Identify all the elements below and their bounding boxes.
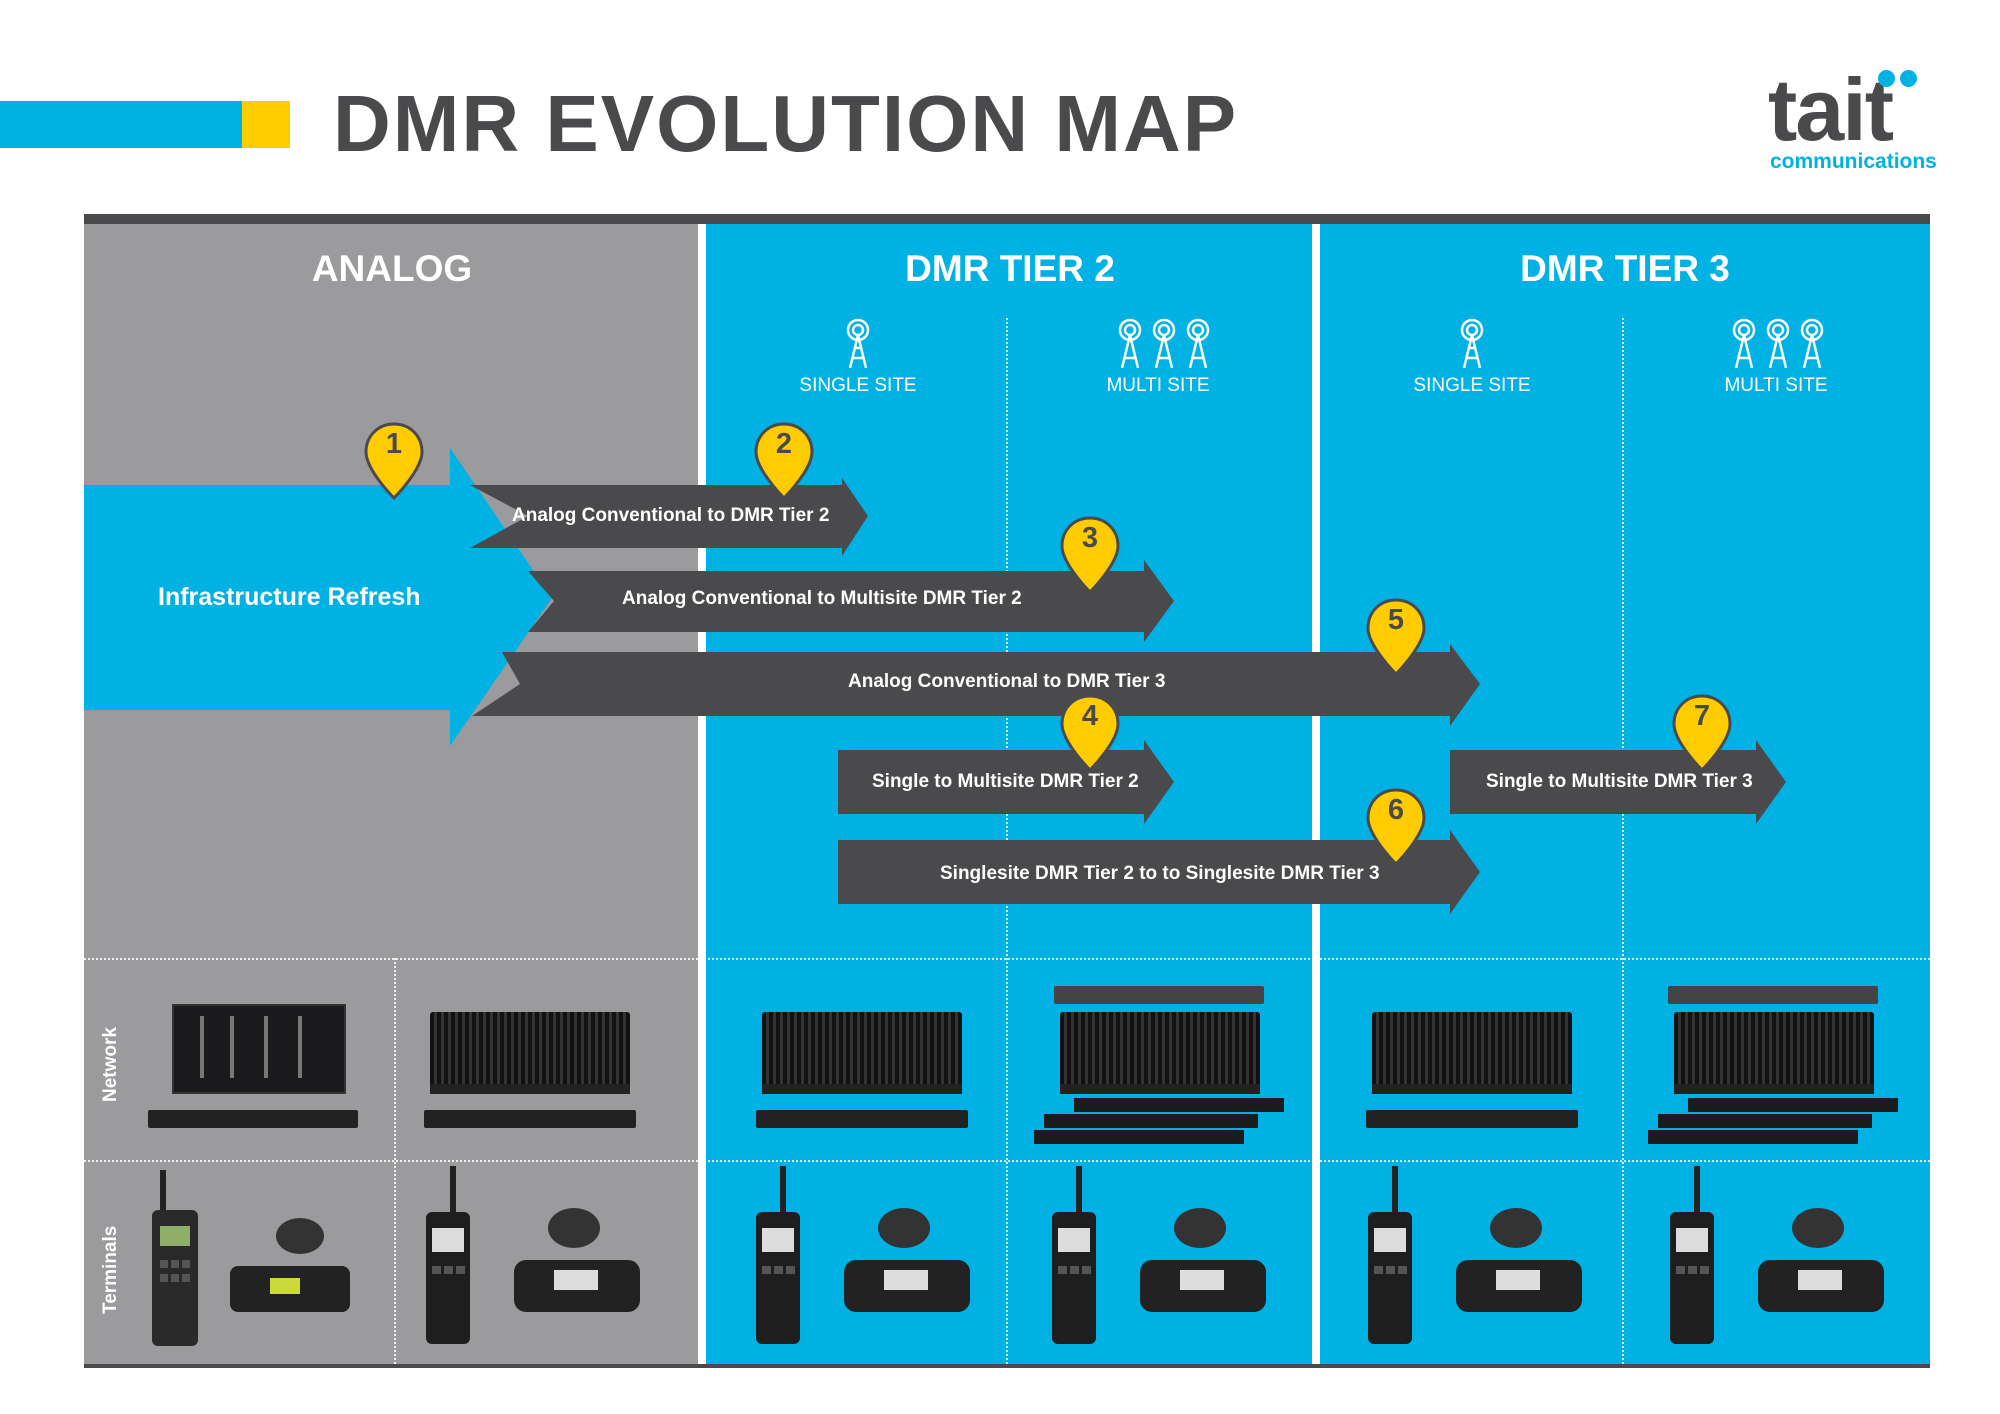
map-pin-icon: 6 bbox=[1366, 788, 1426, 866]
tower-icon bbox=[1732, 318, 1824, 369]
repeater-base bbox=[1674, 1084, 1874, 1094]
migration-number-1: 1 bbox=[385, 428, 403, 460]
migration-label-3: Analog Conventional to Multisite DMR Tie… bbox=[622, 588, 1022, 609]
repeater-base bbox=[1372, 1084, 1572, 1094]
repeater-icon bbox=[1060, 1012, 1260, 1086]
row-divider bbox=[84, 958, 1930, 960]
analog-panel bbox=[84, 224, 698, 1364]
server-icon bbox=[1074, 1098, 1284, 1112]
server-icon bbox=[1034, 1130, 1244, 1144]
repeater-base bbox=[762, 1084, 962, 1094]
terminal-group-t2-multi bbox=[1050, 1166, 1270, 1350]
server-icon bbox=[1688, 1098, 1898, 1112]
migration-label-2: Analog Conventional to DMR Tier 2 bbox=[512, 505, 830, 526]
map-pin-icon: 2 bbox=[754, 422, 814, 500]
row-label-network: Network bbox=[100, 1027, 121, 1102]
row-divider bbox=[84, 1160, 1930, 1162]
map-pin-icon: 1 bbox=[364, 422, 424, 500]
terminal-group-t3-multi bbox=[1668, 1166, 1888, 1350]
repeater-base bbox=[1060, 1084, 1260, 1094]
migration-arrow-2 bbox=[470, 478, 868, 556]
server-icon bbox=[1366, 1110, 1578, 1128]
repeater-icon bbox=[762, 1012, 962, 1086]
column-title-dmr-tier2: DMR TIER 2 bbox=[905, 248, 1115, 289]
server-icon bbox=[1658, 1114, 1872, 1128]
page-title: DMR EVOLUTION MAP bbox=[333, 79, 1239, 168]
site-label-t3-multi: MULTI SITE bbox=[1724, 375, 1828, 396]
server-icon bbox=[1054, 986, 1264, 1004]
server-icon bbox=[424, 1110, 636, 1128]
migration-arrow-3 bbox=[528, 560, 1174, 642]
migration-label-5: Analog Conventional to DMR Tier 3 bbox=[848, 671, 1166, 692]
portable-radio-icon bbox=[1368, 1166, 1582, 1344]
site-label-t3-single: SINGLE SITE bbox=[1413, 375, 1531, 396]
migration-label-4: Single to Multisite DMR Tier 2 bbox=[872, 771, 1139, 792]
migration-number-4: 4 bbox=[1081, 700, 1099, 732]
map-pin-icon: 4 bbox=[1060, 694, 1120, 772]
analog-rack-icon bbox=[172, 1004, 346, 1094]
frame-top-bar bbox=[84, 214, 1930, 224]
server-icon bbox=[756, 1110, 968, 1128]
tower-icon bbox=[846, 318, 870, 369]
tower-icon bbox=[1118, 318, 1210, 369]
repeater-base bbox=[430, 1084, 630, 1094]
infrastructure-refresh-arrow bbox=[84, 448, 552, 746]
terminal-group-t2-single bbox=[754, 1166, 974, 1350]
server-icon bbox=[148, 1110, 358, 1128]
tower-icon bbox=[1460, 318, 1484, 369]
column-title-analog: ANALOG bbox=[311, 248, 473, 289]
repeater-icon bbox=[1372, 1012, 1572, 1086]
infrastructure-refresh-label: Infrastructure Refresh bbox=[158, 583, 421, 611]
column-divider bbox=[1622, 318, 1624, 1364]
logo-dot-icon bbox=[1900, 70, 1917, 87]
terminal-group-t3-single bbox=[1366, 1166, 1586, 1350]
row-label-terminals: Terminals bbox=[100, 1225, 121, 1314]
portable-radio-icon bbox=[1670, 1166, 1884, 1344]
portable-radio-icon bbox=[426, 1166, 640, 1344]
migration-number-5: 5 bbox=[1387, 604, 1405, 636]
migration-label-6: Singlesite DMR Tier 2 to to Singlesite D… bbox=[940, 863, 1380, 884]
header-stripe-yellow bbox=[242, 101, 290, 148]
repeater-icon bbox=[1674, 1012, 1874, 1086]
logo-wordmark: tait bbox=[1768, 60, 1894, 159]
logo-dot-icon bbox=[1878, 70, 1895, 87]
server-icon bbox=[1044, 1114, 1258, 1128]
map-pin-icon: 5 bbox=[1366, 598, 1426, 676]
migration-number-3: 3 bbox=[1081, 522, 1099, 554]
map-pin-icon: 7 bbox=[1672, 694, 1732, 772]
migration-number-2: 2 bbox=[775, 428, 793, 460]
site-label-t2-multi: MULTI SITE bbox=[1106, 375, 1210, 396]
map-pin-icon: 3 bbox=[1060, 516, 1120, 594]
portable-radio-icon bbox=[1052, 1166, 1266, 1344]
header-stripe-blue bbox=[0, 101, 242, 148]
terminal-group-analog-1 bbox=[150, 1170, 360, 1350]
server-icon bbox=[1668, 986, 1878, 1004]
migration-arrow-6 bbox=[838, 830, 1480, 914]
site-label-t2-single: SINGLE SITE bbox=[799, 375, 917, 396]
migration-arrow-5 bbox=[472, 644, 1480, 726]
portable-radio-icon bbox=[756, 1166, 970, 1344]
logo-tagline: communications bbox=[1770, 150, 1937, 173]
server-icon bbox=[1648, 1130, 1858, 1144]
migration-number-7: 7 bbox=[1693, 700, 1711, 732]
frame-bottom-bar bbox=[84, 1364, 1930, 1368]
migration-number-6: 6 bbox=[1387, 794, 1405, 826]
portable-radio-icon bbox=[152, 1170, 350, 1346]
repeater-icon bbox=[430, 1012, 630, 1086]
column-title-dmr-tier3: DMR TIER 3 bbox=[1520, 248, 1730, 289]
migration-label-7: Single to Multisite DMR Tier 3 bbox=[1486, 771, 1753, 792]
terminal-group-analog-2 bbox=[424, 1166, 644, 1350]
